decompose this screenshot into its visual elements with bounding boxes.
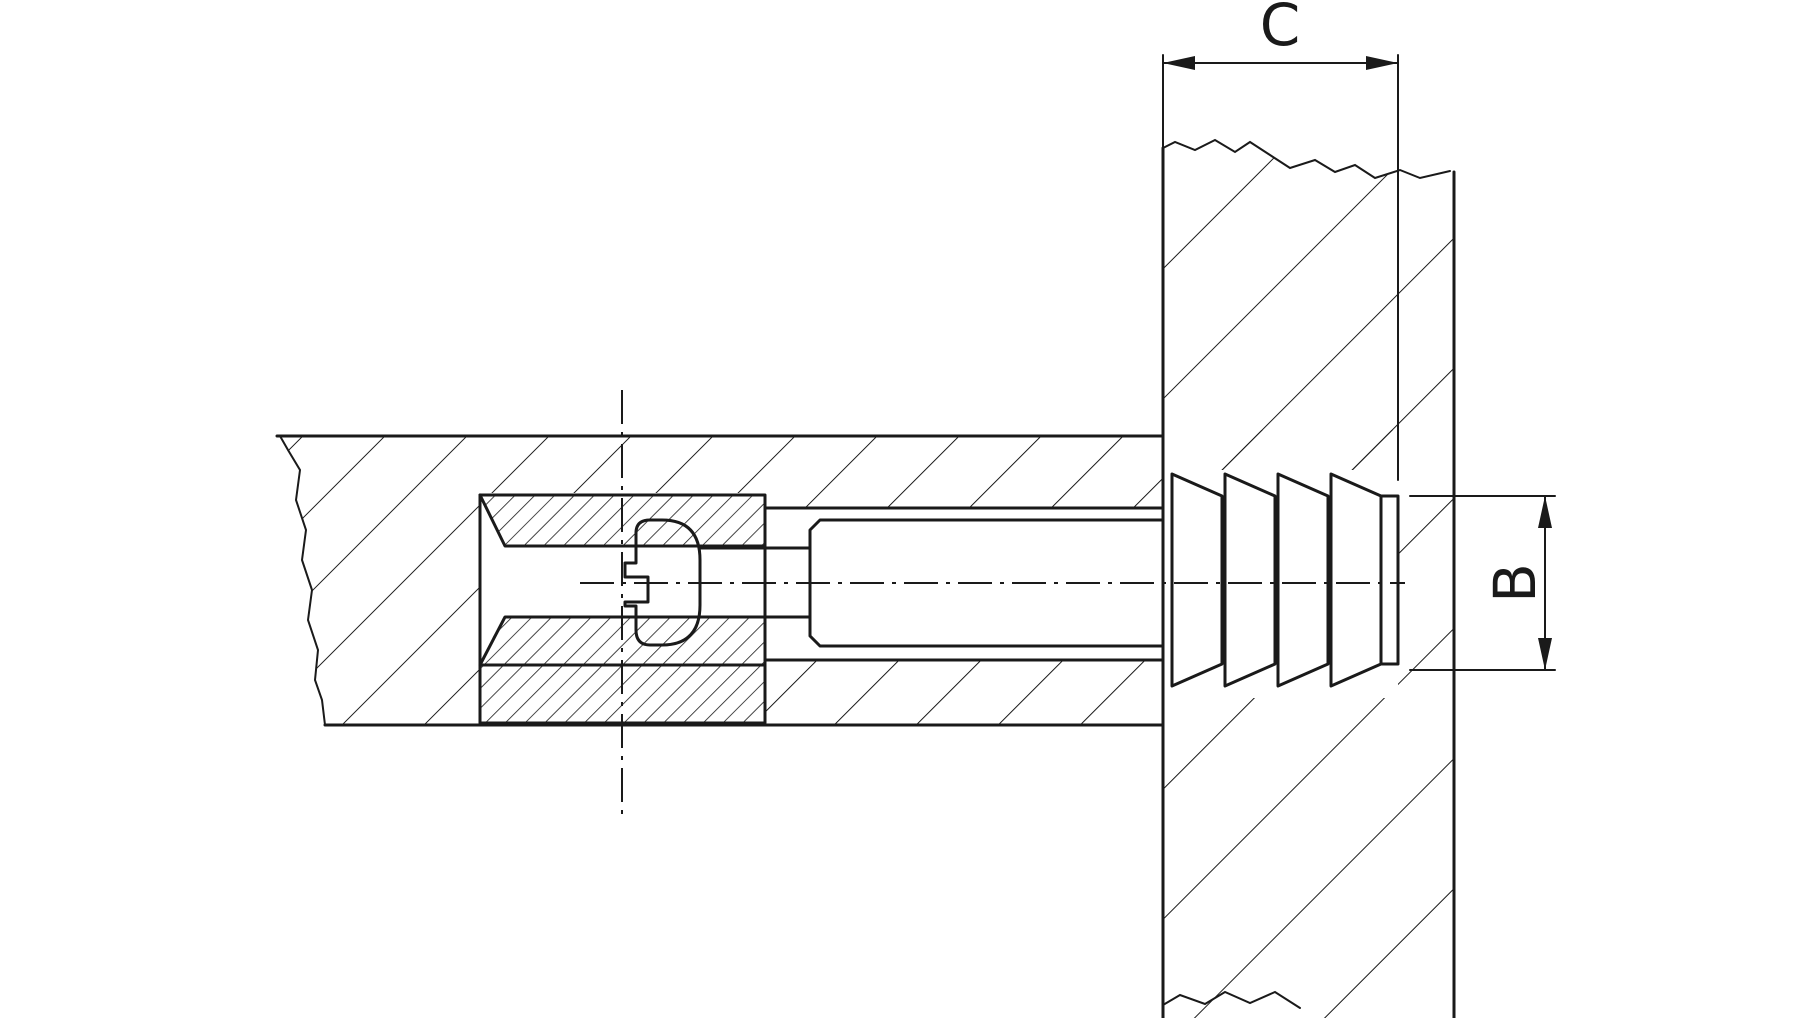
side-panel-strip-top [1163,430,1398,470]
shelf-strip-bottom [765,660,1163,725]
side-panel [1161,138,1456,1018]
dimension-c-label: C [1260,0,1301,59]
dimension-b: B [1409,495,1556,671]
side-panel-break-bottom [1162,990,1301,1009]
side-panel-break-top [1162,138,1451,180]
dimension-c-arrow-right [1366,56,1398,70]
insert-rib-2 [1223,472,1277,688]
insert-end-flange [1379,494,1400,666]
dimension-b-arrow-bottom [1538,638,1552,670]
cam-screw-head [623,518,702,647]
dimension-b-label: B [1481,563,1549,603]
cam-housing-outline [478,493,767,725]
cam-housing-slot-lines [763,506,1165,662]
cam-screw [623,518,812,647]
dimension-b-arrow-top [1538,496,1552,528]
shelf-break-line [279,435,326,726]
shelf-strip-top [765,493,1163,508]
dimension-c: C [1162,0,1399,481]
cam-screw-shank [698,546,812,619]
threaded-insert [1170,472,1400,688]
insert-ribs [1170,472,1224,688]
dimension-c-arrow-left [1163,56,1195,70]
insert-rib-3 [1276,472,1330,688]
centre-lines [580,390,1405,820]
